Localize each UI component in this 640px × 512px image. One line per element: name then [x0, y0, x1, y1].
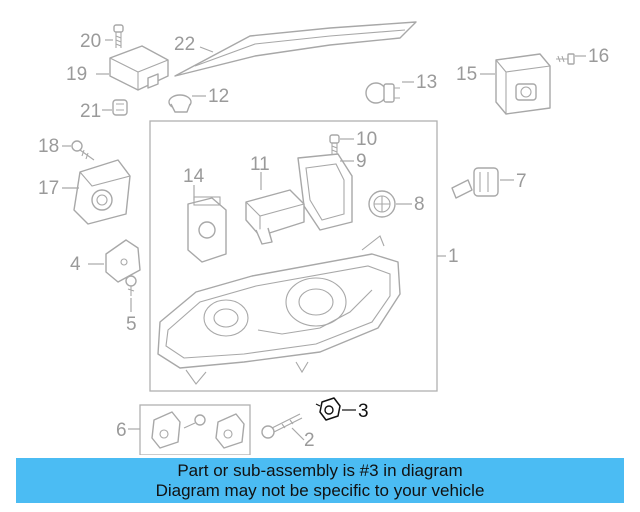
callout-17[interactable]: 17 — [38, 178, 59, 199]
callout-1[interactable]: 1 — [448, 246, 459, 267]
part-4-bracket[interactable] — [105, 239, 141, 283]
callout-6[interactable]: 6 — [116, 420, 127, 441]
parts-diagram: 1 20 19 21 22 12 13 — [38, 21, 609, 455]
part-3-clip[interactable] — [315, 397, 341, 421]
callout-14[interactable]: 14 — [183, 166, 205, 187]
callout-5[interactable]: 5 — [126, 314, 137, 335]
callout-18[interactable]: 18 — [38, 136, 59, 157]
part-21-nut[interactable] — [112, 99, 128, 116]
part-8-bulb-cap[interactable] — [368, 190, 396, 218]
part-13-bulb[interactable] — [365, 82, 400, 104]
part-1-headlamp[interactable] — [157, 235, 401, 385]
callout-10[interactable]: 10 — [356, 129, 377, 150]
callout-16[interactable]: 16 — [588, 46, 609, 67]
part-15-ballast[interactable] — [495, 53, 551, 115]
callout-4[interactable]: 4 — [70, 254, 81, 275]
callout-3[interactable]: 3 — [358, 401, 369, 422]
callout-15[interactable]: 15 — [456, 64, 477, 85]
part-6-bracket-set[interactable] — [151, 411, 245, 449]
callout-2[interactable]: 2 — [304, 430, 315, 451]
part-7-xenon-bulb[interactable] — [451, 167, 499, 199]
callout-8[interactable]: 8 — [414, 194, 425, 215]
part-19-control-module[interactable] — [109, 45, 169, 91]
part-20-screw[interactable] — [113, 24, 124, 48]
callout-19[interactable]: 19 — [66, 64, 87, 85]
part-16-screw[interactable] — [556, 53, 575, 65]
banner-line-1: Part or sub-assembly is #3 in diagram — [177, 461, 463, 480]
info-banner: Part or sub-assembly is #3 in diagram Di… — [16, 458, 624, 503]
part-22-trim-strip[interactable] — [174, 21, 417, 77]
callout-22[interactable]: 22 — [174, 34, 195, 55]
part-9-bracket[interactable] — [297, 153, 353, 231]
part-17-control-unit[interactable] — [73, 159, 131, 225]
callout-13[interactable]: 13 — [416, 72, 437, 93]
part-14-cover[interactable] — [187, 196, 227, 263]
part-10-screw[interactable] — [329, 134, 340, 156]
part-6-bracket-set-frame — [139, 404, 251, 455]
banner-line-2: Diagram may not be specific to your vehi… — [155, 481, 485, 500]
part-12-cap[interactable] — [168, 94, 192, 113]
part-18-screw[interactable] — [71, 140, 95, 161]
part-11-motor[interactable] — [245, 189, 305, 245]
callout-20[interactable]: 20 — [80, 31, 101, 52]
part-5-screw[interactable] — [125, 275, 137, 296]
callout-11[interactable]: 11 — [250, 154, 270, 175]
callout-9[interactable]: 9 — [356, 151, 367, 172]
callout-12[interactable]: 12 — [208, 86, 229, 107]
callout-21[interactable]: 21 — [80, 101, 101, 122]
part-2-bolt[interactable] — [261, 413, 303, 439]
callout-7[interactable]: 7 — [516, 171, 527, 192]
